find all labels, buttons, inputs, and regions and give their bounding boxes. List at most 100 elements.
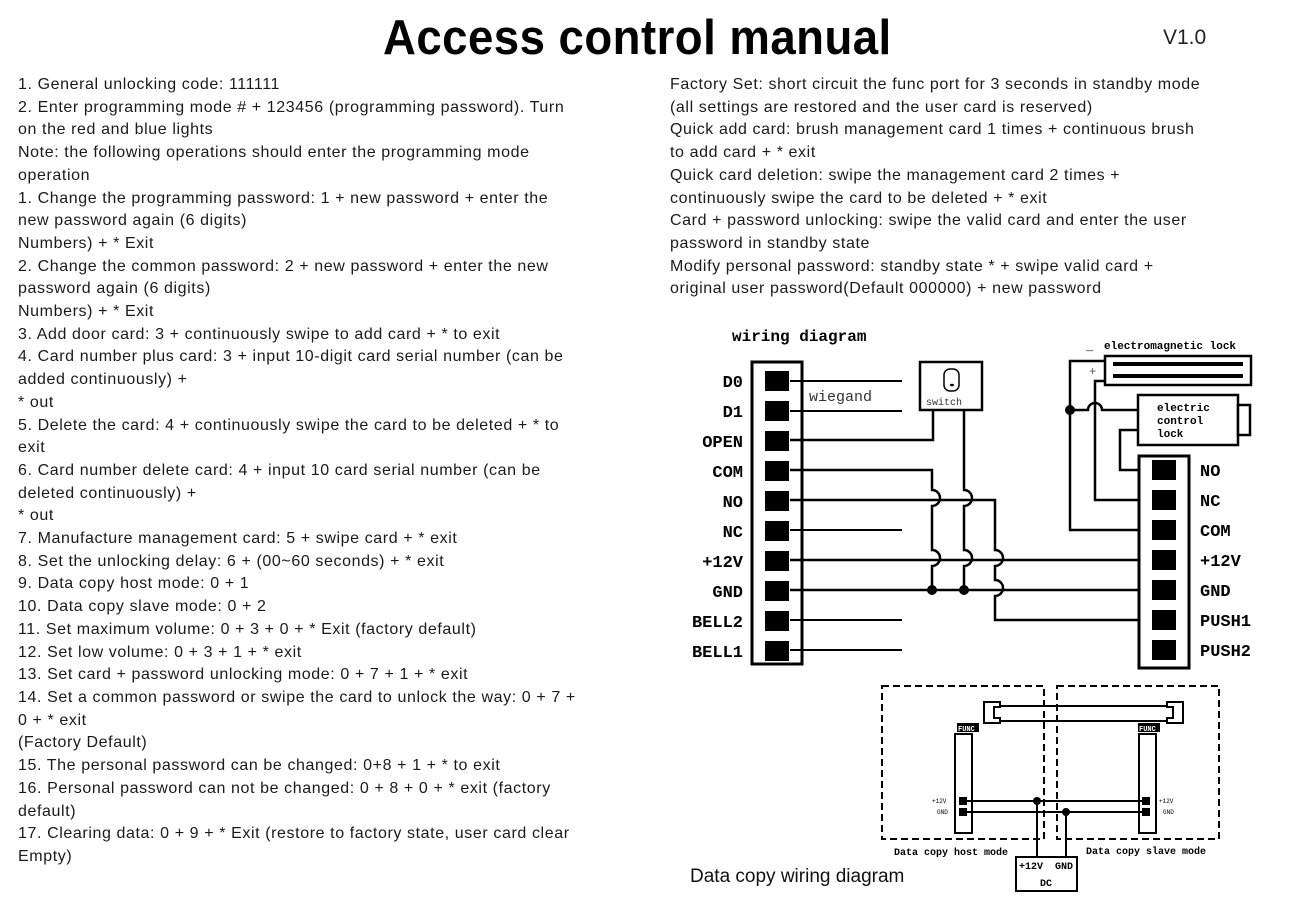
instruction-line: 13. Set card + password unlocking mode: …: [18, 666, 469, 684]
terminal-pin: [765, 491, 789, 511]
em-lock-label: electromagnetic lock: [1104, 341, 1236, 353]
instruction-line: 7. Manufacture management card: 5 + swip…: [18, 530, 458, 548]
instruction-line: 8. Set the unlocking delay: 6 + (00~60 s…: [18, 552, 445, 570]
terminal-pin: [765, 581, 789, 601]
instruction-line: 10. Data copy slave mode: 0 + 2: [18, 598, 267, 616]
instruction-line: new password again (6 digits): [18, 212, 248, 230]
host-board: [954, 733, 973, 834]
terminal-label: D0: [723, 374, 743, 393]
electric-lock-label-2: control: [1157, 416, 1204, 428]
quick-operation-line: to add card + * exit: [670, 144, 816, 162]
slave-board: [1138, 733, 1157, 834]
version-label: V1.0: [1163, 26, 1207, 49]
quick-operation-line: Quick card deletion: swipe the managemen…: [670, 166, 1121, 184]
electric-control-lock: [1136, 393, 1240, 447]
instruction-line: added continuously) +: [18, 371, 188, 389]
quick-operation-line: original user password(Default 000000) +…: [670, 280, 1102, 298]
instruction-line: * out: [18, 507, 54, 525]
instruction-line: 12. Set low volume: 0 + 3 + 1 + * exit: [18, 643, 302, 661]
quick-operation-line: continuously swipe the card to be delete…: [670, 189, 1048, 207]
instruction-line: 4. Card number plus card: 3 + input 10-d…: [18, 348, 564, 366]
slave-mode-box: [1056, 685, 1220, 840]
instruction-line: 0 + * exit: [18, 711, 87, 729]
host-12v-label: +12V: [932, 798, 947, 805]
func-label-host: FUNC: [958, 726, 975, 734]
host-mode-box: [881, 685, 1045, 840]
terminal-label: NO: [1200, 463, 1220, 482]
terminal-label: OPEN: [702, 434, 743, 453]
switch-label: switch: [926, 397, 962, 409]
instruction-line: on the red and blue lights: [18, 121, 214, 139]
instruction-line: 6. Card number delete card: 4 + input 10…: [18, 461, 541, 479]
instruction-line: deleted continuously) +: [18, 484, 197, 502]
host-mode-label: Data copy host mode: [894, 847, 1008, 859]
terminal-pin: [1152, 490, 1176, 510]
instruction-line: Numbers) + * Exit: [18, 303, 155, 321]
instruction-line: 5. Delete the card: 4 + continuously swi…: [18, 416, 560, 434]
instruction-line: 3. Add door card: 3 + continuously swipe…: [18, 325, 501, 343]
terminal-label: COM: [1200, 523, 1231, 542]
instruction-line: 1. General unlocking code: 111111: [18, 76, 281, 93]
quick-operation-line: Quick add card: brush management card 1 …: [670, 121, 1195, 139]
instruction-line: Numbers) + * Exit: [18, 234, 155, 252]
terminal-label: NO: [723, 494, 743, 513]
em-lock-minus: _: [1085, 340, 1094, 354]
instruction-line: 11. Set maximum volume: 0 + 3 + 0 + * Ex…: [18, 620, 477, 638]
page-title: Access control manual: [383, 11, 892, 65]
terminal-pin: [765, 641, 789, 661]
slave-mode-label: Data copy slave mode: [1086, 846, 1206, 858]
terminal-pin: [1152, 550, 1176, 570]
instruction-line: 2. Enter programming mode # + 123456 (pr…: [18, 98, 565, 116]
instruction-line: operation: [18, 166, 91, 184]
slave-12v-label: +12V: [1159, 798, 1174, 805]
exit-switch: [918, 360, 984, 412]
terminal-label: PUSH2: [1200, 643, 1251, 662]
quick-operation-line: Factory Set: short circuit the func port…: [670, 76, 1201, 93]
instruction-line: 1. Change the programming password: 1 + …: [18, 189, 549, 207]
terminal-label: GND: [712, 584, 743, 603]
em-lock-plus: +: [1089, 365, 1096, 379]
instruction-line: 9. Data copy host mode: 0 + 1: [18, 575, 250, 593]
terminal-pin: [765, 551, 789, 571]
instruction-line: 17. Clearing data: 0 + 9 + * Exit (resto…: [18, 825, 570, 843]
terminal-label: +12V: [702, 554, 744, 573]
programming-instructions: 1. General unlocking code: 111111 2. Ente…: [18, 74, 658, 869]
quick-operation-line: Modify personal password: standby state …: [670, 257, 1154, 275]
terminal-pin: [1152, 640, 1176, 660]
terminal-pin: [765, 611, 789, 631]
terminal-label: BELL1: [692, 644, 743, 663]
electric-lock-label-3: lock: [1157, 429, 1184, 441]
quick-operations: Factory Set: short circuit the func port…: [670, 74, 1290, 301]
terminal-pin: [765, 431, 789, 451]
terminal-pin: [1152, 520, 1176, 540]
electric-lock-label-1: electric: [1157, 403, 1210, 415]
terminal-pin: [1152, 460, 1176, 480]
instruction-line: Note: the following operations should en…: [18, 144, 530, 162]
dc-label: DC: [1040, 879, 1052, 890]
slave-gnd-label: GND: [1163, 809, 1174, 816]
instruction-line: default): [18, 802, 77, 820]
quick-operation-line: password in standby state: [670, 234, 870, 252]
terminal-pin: [765, 371, 789, 391]
quick-operation-line: Card + password unlocking: swipe the val…: [670, 212, 1187, 230]
instruction-line: Empty): [18, 847, 73, 865]
dc-power-supply: [1015, 856, 1078, 892]
instruction-line: exit: [18, 439, 46, 457]
terminal-label: D1: [723, 404, 743, 423]
instruction-line: (Factory Default): [18, 734, 148, 752]
switch-button-icon: [943, 368, 960, 392]
dc-gnd-label: GND: [1055, 862, 1073, 873]
terminal-label: +12V: [1200, 553, 1242, 572]
terminal-pin: [765, 401, 789, 421]
wiegand-label: wiegand: [809, 389, 872, 406]
quick-operation-line: (all settings are restored and the user …: [670, 98, 1093, 116]
terminal-pin: [765, 521, 789, 541]
instruction-line: * out: [18, 393, 54, 411]
wiring-diagram-title: wiring diagram: [732, 328, 867, 346]
terminal-pin: [1152, 610, 1176, 630]
instruction-line: 2. Change the common password: 2 + new p…: [18, 257, 549, 275]
terminal-pin: [1152, 580, 1176, 600]
